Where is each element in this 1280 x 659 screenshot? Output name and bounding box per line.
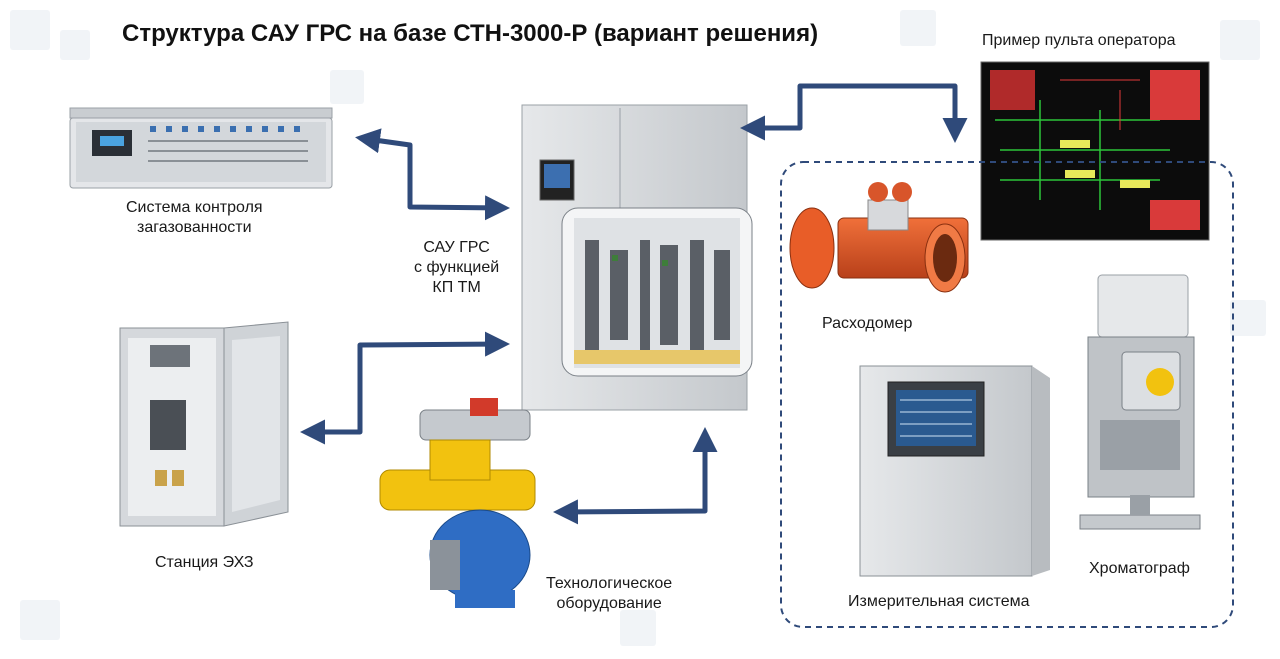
flowmeter-image — [789, 182, 969, 293]
label-flowmeter: Расходомер — [822, 315, 913, 332]
tech-equipment-image — [379, 398, 536, 608]
connection-arrows — [300, 83, 968, 525]
page-title: Структура САУ ГРС на базе СТН-3000-Р (ва… — [122, 20, 819, 47]
label-tech: Технологическое оборудование — [546, 575, 673, 612]
sau-cabinet-image — [521, 104, 753, 411]
chromatograph-image — [1079, 274, 1201, 530]
arrow-gas-control — [355, 128, 510, 221]
label-sau: САУ ГРС с функцией КП ТМ — [414, 239, 500, 296]
ekhz-station-image — [119, 321, 289, 527]
field-equipment-group — [780, 161, 1234, 628]
label-measuring: Измерительная система — [848, 593, 1030, 610]
label-chromatograph: Хроматограф — [1089, 560, 1190, 577]
arrow-tech-equipment — [553, 427, 718, 525]
label-gas-control: Система контроля загазованности — [126, 199, 263, 236]
measuring-system-image — [859, 365, 1050, 577]
gas-control-rack-image — [69, 107, 333, 189]
arrow-ekhz — [300, 331, 510, 445]
arrow-operator-panel — [740, 83, 968, 143]
operator-panel-title: Пример пульта оператора — [982, 32, 1176, 49]
label-ekhz: Станция ЭХЗ — [155, 554, 254, 571]
scada-screen-image — [980, 61, 1210, 241]
